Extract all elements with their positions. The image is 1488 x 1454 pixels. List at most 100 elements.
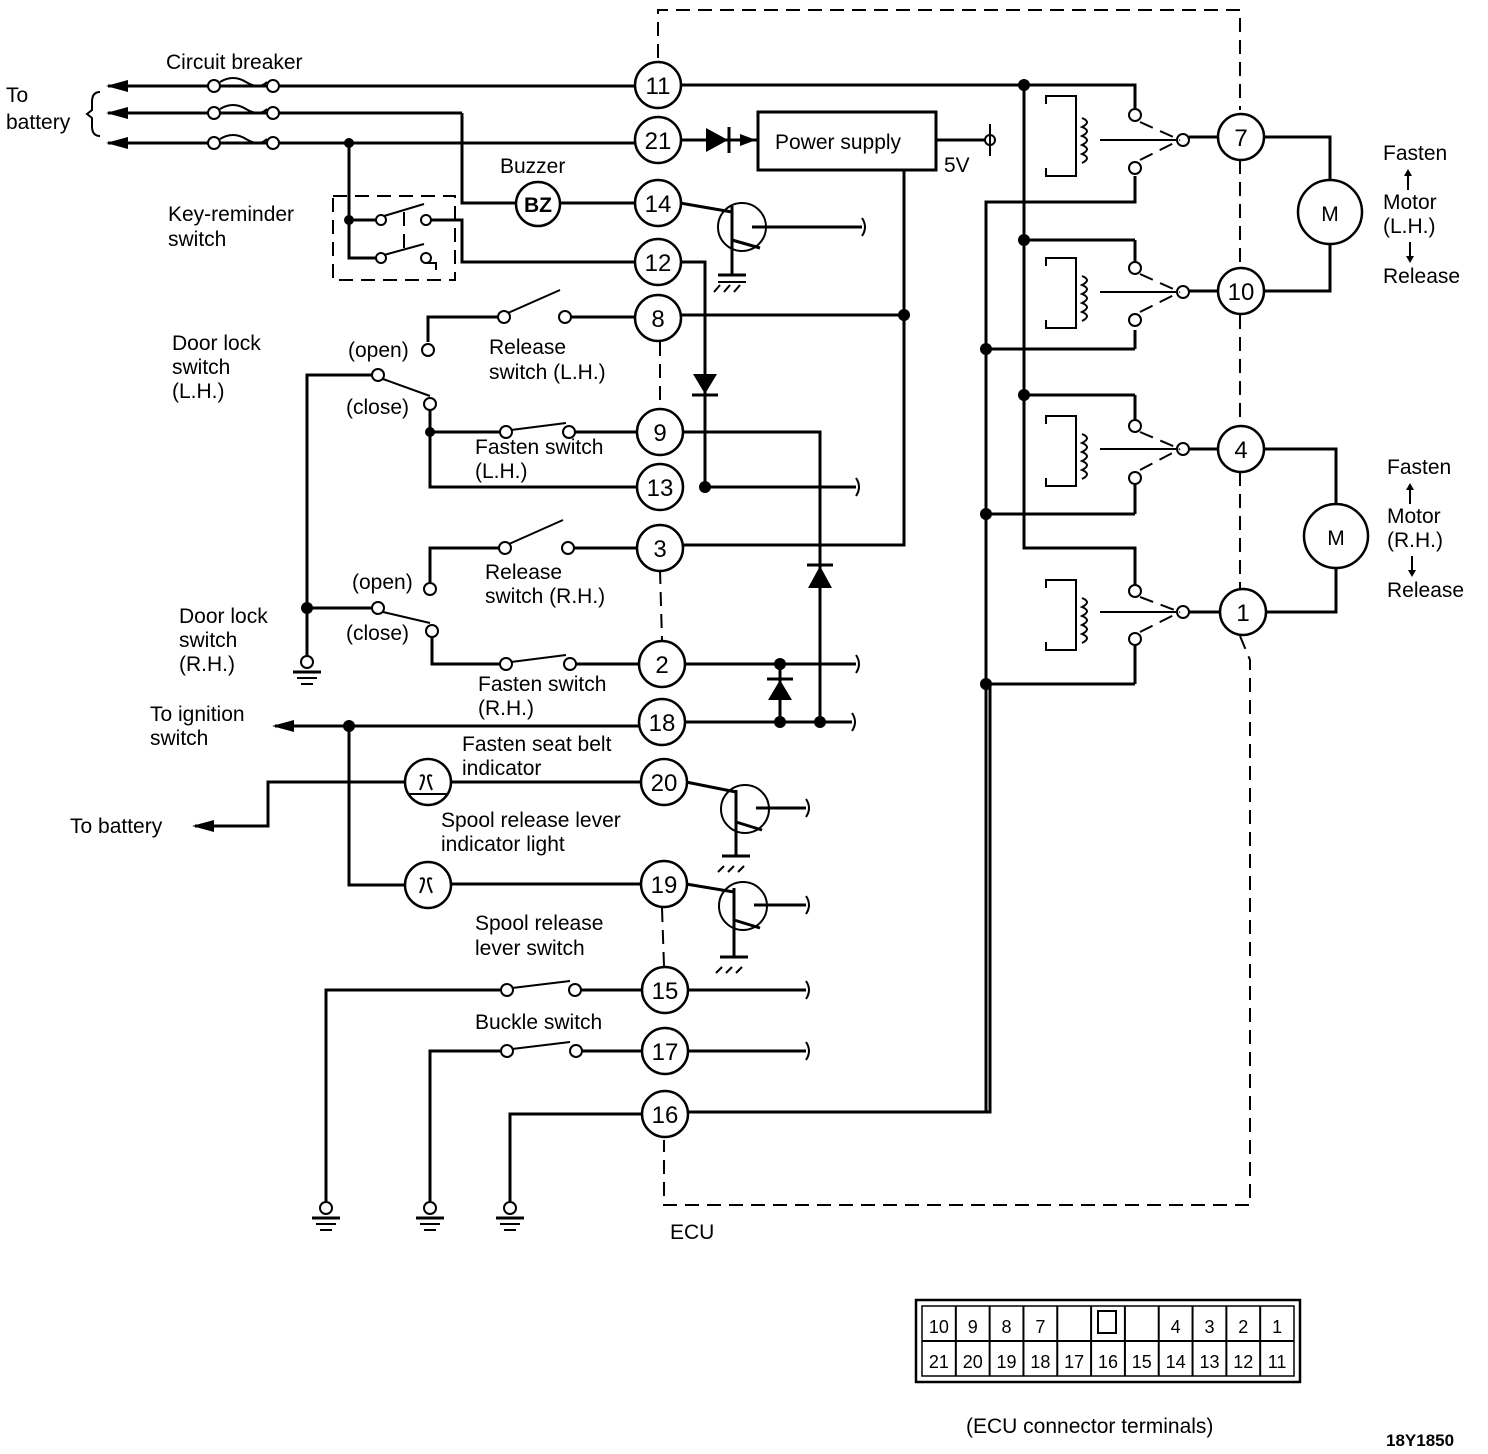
terminal-10 <box>1216 266 1266 316</box>
release-lh-motor-label: Release <box>1383 265 1460 288</box>
motor-lh-m: M <box>1321 203 1339 226</box>
wire-12-13 <box>680 260 718 493</box>
buckle-switch <box>428 1041 810 1208</box>
motor-rh-m: M <box>1327 527 1345 550</box>
terminal-19 <box>639 859 689 909</box>
key-reminder-label-2: switch <box>168 228 226 251</box>
to-battery-label-3: To battery <box>70 815 163 838</box>
fasten-lh-label-2: (L.H.) <box>475 460 528 483</box>
transistor-buzzer <box>679 201 866 293</box>
five-volt-label: 5V <box>944 154 970 177</box>
relay-1 <box>1045 579 1220 651</box>
open-rh-label: (open) <box>352 571 413 594</box>
connector-cell-label: 8 <box>1002 1317 1012 1337</box>
terminal-8-label: 8 <box>651 306 664 333</box>
terminal-9-label: 9 <box>653 420 666 447</box>
connector-cell-label: 11 <box>1268 1352 1287 1372</box>
terminal-15-label: 15 <box>652 978 679 1005</box>
fasten-lh-motor-label: Fasten <box>1383 142 1447 165</box>
fasten-rh-label-1: Fasten switch <box>478 673 606 696</box>
door-lock-switch-lh <box>305 368 636 608</box>
release-switch-lh <box>421 289 904 357</box>
terminal-18-label: 18 <box>649 710 676 737</box>
ecu-terminals <box>633 60 1268 1139</box>
door-lock-switch-rh <box>293 601 860 722</box>
ecu-label: ECU <box>670 1221 714 1244</box>
terminal-13-label: 13 <box>647 475 674 502</box>
motor-rh-side-label: (R.H.) <box>1387 529 1443 552</box>
connector-cell-label: 9 <box>968 1317 978 1337</box>
connector-cell-label: 12 <box>1233 1352 1253 1372</box>
close-lh-label: (close) <box>346 396 409 419</box>
terminal-4-label: 4 <box>1234 437 1247 464</box>
motor-rh <box>1264 447 1370 614</box>
ignition-line <box>272 712 856 887</box>
connector-cell-label: 10 <box>929 1317 949 1337</box>
terminal-17 <box>640 1026 690 1076</box>
fasten-seat-belt-indicator <box>192 757 810 873</box>
terminal-8 <box>633 293 683 343</box>
connector-cell-label: 18 <box>1030 1352 1050 1372</box>
power-supply-label: Power supply <box>775 131 902 154</box>
relay-section <box>680 79 1137 1112</box>
fasten-lh-label-1: Fasten switch <box>475 436 603 459</box>
connector-cell-label: 1 <box>1272 1317 1282 1337</box>
terminal-4 <box>1216 424 1266 474</box>
connector-cell-label: 19 <box>997 1352 1017 1372</box>
release-rh-motor-label: Release <box>1387 579 1464 602</box>
release-switch-rh <box>423 519 638 596</box>
connector-cell-label: 13 <box>1199 1352 1219 1372</box>
figure-code: 18Y1850 <box>1386 1431 1454 1450</box>
connector-cell-label: 16 <box>1098 1352 1118 1372</box>
to-ignition-label-2: switch <box>150 727 208 750</box>
fasten-indicator-label-1: Fasten seat belt <box>462 733 612 756</box>
terminal-12-label: 12 <box>645 250 672 277</box>
terminal-16-label: 16 <box>652 1102 679 1129</box>
spool-light-label-1: Spool release lever <box>441 809 621 832</box>
to-ignition-label-1: To ignition <box>150 703 245 726</box>
wire-9-18 <box>680 430 860 722</box>
terminal-20-label: 20 <box>651 770 678 797</box>
connector-caption: (ECU connector terminals) <box>966 1415 1213 1438</box>
terminal-labels: 11 21 14 12 8 9 13 3 2 18 20 19 15 17 16… <box>645 73 1255 1129</box>
connector-cell-label: 15 <box>1132 1352 1152 1372</box>
door-lock-rh-label-1: Door lock <box>179 605 268 628</box>
terminal-21 <box>633 115 683 165</box>
spool-light-label-2: indicator light <box>441 833 565 856</box>
relay-10 <box>1045 257 1218 329</box>
terminal-12 <box>633 237 683 287</box>
terminal-14 <box>633 178 683 228</box>
connector-cell-label: 21 <box>929 1352 949 1372</box>
buckle-switch-label: Buckle switch <box>475 1011 602 1034</box>
terminal-21-label: 21 <box>645 128 672 155</box>
motor-rh-label: Motor <box>1387 505 1441 528</box>
release-lh-label-2: switch (L.H.) <box>489 361 606 384</box>
motor-lh-label: Motor <box>1383 191 1437 214</box>
terminal-3-label: 3 <box>653 536 666 563</box>
circuit-breaker-label: Circuit breaker <box>166 51 303 74</box>
to-battery-label-1: To <box>6 84 28 107</box>
terminal-7-label: 7 <box>1234 125 1247 152</box>
component-labels: Circuit breaker To battery Buzzer BZ Pow… <box>6 51 1464 1244</box>
relay-7 <box>1045 95 1218 177</box>
battery-feeds <box>106 77 635 205</box>
spool-switch-label-2: lever switch <box>475 937 585 960</box>
motor-lh-side-label: (L.H.) <box>1383 215 1436 238</box>
door-lock-lh-label-3: (L.H.) <box>172 380 225 403</box>
terminal-11-label: 11 <box>646 73 671 100</box>
door-lock-lh-label-1: Door lock <box>172 332 261 355</box>
ecu-boundary <box>657 9 1251 1206</box>
connector-cell-label: 7 <box>1035 1317 1045 1337</box>
buzzer <box>514 180 636 228</box>
door-lock-rh-label-2: switch <box>179 629 237 652</box>
spool-release-lever-switch <box>324 980 810 1208</box>
terminal-9 <box>635 407 685 457</box>
release-lh-label-1: Release <box>489 336 566 359</box>
terminal-18 <box>637 697 687 747</box>
door-lock-rh-label-3: (R.H.) <box>179 653 235 676</box>
fasten-rh-label-2: (R.H.) <box>478 697 534 720</box>
motor-lh <box>1264 135 1364 293</box>
terminal-15 <box>640 965 690 1015</box>
fasten-indicator-label-2: indicator <box>462 757 541 780</box>
